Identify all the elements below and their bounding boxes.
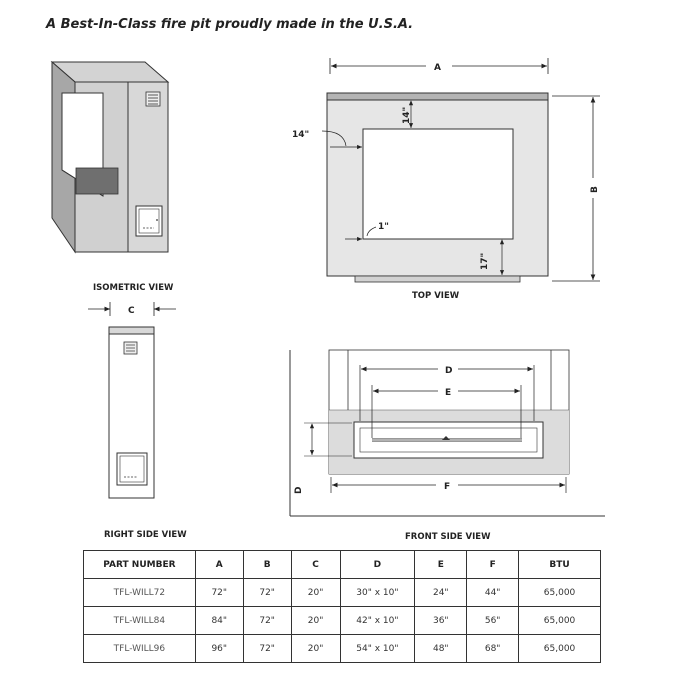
- dim-label-d-height: D: [294, 487, 304, 494]
- header-part-number: PART NUMBER: [83, 550, 196, 579]
- cell-d: 30" x 10": [339, 578, 416, 607]
- header-e: E: [414, 550, 468, 579]
- cell-c: 20": [290, 578, 341, 607]
- cell-a: 96": [194, 634, 244, 663]
- dim-label-a: A: [434, 63, 441, 73]
- cell-e: 24": [414, 578, 468, 607]
- cell-f: 44": [466, 578, 520, 607]
- right-side-view-drawing: [108, 326, 155, 499]
- table-row: TFL-WILL72 72" 72" 20" 30" x 10" 24" 44"…: [83, 578, 601, 607]
- cell-c: 20": [290, 606, 341, 635]
- header-d: D: [339, 550, 416, 579]
- front-side-view-label: FRONT SIDE VIEW: [405, 532, 491, 540]
- dimension-c: C: [88, 302, 176, 316]
- dim-label-d: D: [445, 366, 452, 376]
- cell-e: 36": [414, 606, 468, 635]
- dimension-d: D D: [294, 365, 535, 494]
- isometric-view-drawing: [50, 60, 170, 254]
- header-a: A: [194, 550, 244, 579]
- header-c: C: [290, 550, 341, 579]
- dimension-bottom-gap: 17": [480, 239, 505, 275]
- header-f: F: [466, 550, 520, 579]
- cell-d: 54" x 10": [339, 634, 416, 663]
- dim-label-left-gap: 14": [292, 130, 309, 140]
- spec-table: PART NUMBER A B C D E F BTU TFL-WILL72 7…: [83, 550, 601, 663]
- cell-part-number: TFL-WILL72: [83, 578, 196, 607]
- cell-b: 72": [242, 634, 292, 663]
- dimension-inner-gap: 1": [345, 222, 389, 242]
- vent-grille-icon: [145, 91, 161, 107]
- cell-c: 20": [290, 634, 341, 663]
- dim-label-c: C: [128, 306, 135, 316]
- top-view-drawing: [326, 92, 549, 283]
- dimension-top-gap: 14": [402, 100, 414, 128]
- dimension-e: E: [371, 385, 522, 438]
- dim-label-e: E: [445, 388, 451, 398]
- dim-label-bottom-gap: 17": [480, 253, 490, 270]
- cell-a: 72": [194, 578, 244, 607]
- cell-f: 68": [466, 634, 520, 663]
- cell-a: 84": [194, 606, 244, 635]
- cell-d: 42" x 10": [339, 606, 416, 635]
- dim-label-b: B: [590, 186, 600, 193]
- header-btu: BTU: [518, 550, 601, 579]
- table-row: TFL-WILL84 84" 72" 20" 42" x 10" 36" 56"…: [83, 606, 601, 635]
- cell-f: 56": [466, 606, 520, 635]
- cell-b: 72": [242, 578, 292, 607]
- table-row: TFL-WILL96 96" 72" 20" 54" x 10" 48" 68"…: [83, 634, 601, 663]
- cell-e: 48": [414, 634, 468, 663]
- header-b: B: [242, 550, 292, 579]
- dim-label-top-gap: 14": [402, 107, 412, 124]
- isometric-view-label: ISOMETRIC VIEW: [93, 283, 174, 293]
- table-header-row: PART NUMBER A B C D E F BTU: [83, 550, 601, 579]
- cell-btu: 65,000: [518, 606, 601, 635]
- right-side-view-label: RIGHT SIDE VIEW: [104, 530, 187, 540]
- dimension-left-gap: 14": [292, 130, 362, 150]
- dimension-a: A: [329, 58, 549, 74]
- cell-b: 72": [242, 606, 292, 635]
- dimension-f: F: [330, 477, 567, 493]
- front-side-view-drawing: [289, 349, 605, 517]
- cell-btu: 65,000: [518, 634, 601, 663]
- dimension-b: B: [552, 95, 600, 282]
- headline: A Best-In-Class fire pit proudly made in…: [46, 17, 414, 32]
- cell-btu: 65,000: [518, 578, 601, 607]
- cell-part-number: TFL-WILL84: [83, 606, 196, 635]
- dim-label-f: F: [444, 482, 450, 492]
- cell-part-number: TFL-WILL96: [83, 634, 196, 663]
- top-view-label: TOP VIEW: [412, 291, 460, 301]
- access-door-icon: [135, 205, 163, 237]
- dim-label-inner-gap: 1": [378, 222, 389, 232]
- technical-drawings: ISOMETRIC VIEW C RIGHT SIDE VIEW A: [50, 58, 605, 540]
